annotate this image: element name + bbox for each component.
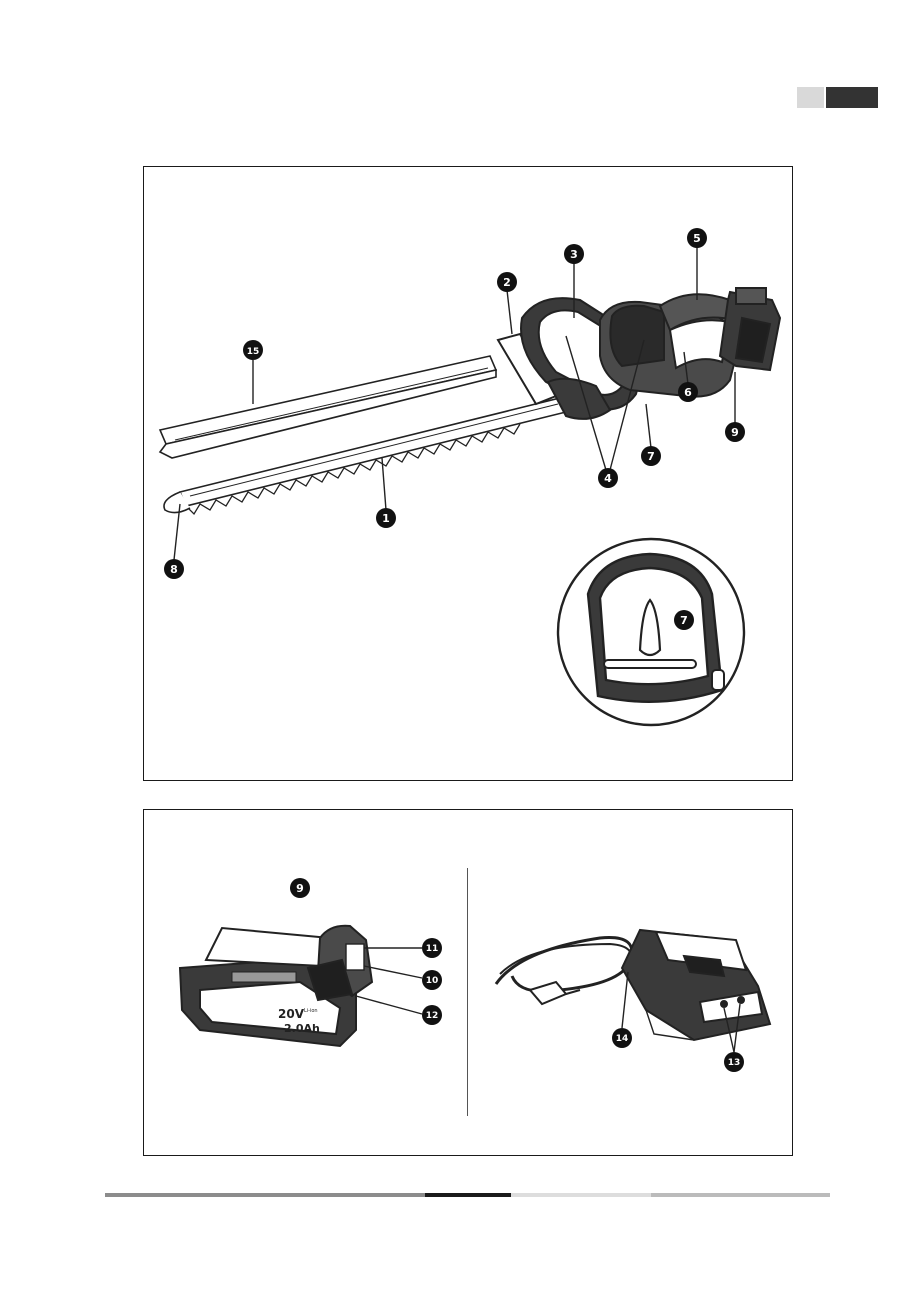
blade-guard-illustration [160, 356, 496, 458]
battery-voltage-label: 20V [278, 1007, 305, 1021]
callout-8: 8 [164, 559, 184, 579]
callout-11: 11 [422, 938, 442, 958]
callout-battery-9: 9 [290, 878, 310, 898]
callout-7: 7 [641, 446, 661, 466]
footer-bar-mid [651, 1193, 830, 1197]
callout-14: 14 [612, 1028, 632, 1048]
svg-text:5: 5 [693, 232, 701, 245]
svg-text:8: 8 [170, 563, 178, 576]
callout-detail-7: 7 [674, 610, 694, 630]
callout-6: 6 [678, 382, 698, 402]
callout-10: 10 [422, 970, 442, 990]
svg-text:14: 14 [616, 1034, 629, 1044]
callout-9: 9 [725, 422, 745, 442]
charger-illustration [496, 930, 770, 1040]
trimmer-body-illustration [498, 288, 780, 419]
callout-1: 1 [376, 508, 396, 528]
svg-text:10: 10 [426, 976, 439, 986]
callout-12: 12 [422, 1005, 442, 1025]
callout-2: 2 [497, 272, 517, 292]
callout-5: 5 [687, 228, 707, 248]
footer-bar-dark [425, 1193, 511, 1197]
callout-3: 3 [564, 244, 584, 264]
leader-lines-top [174, 246, 735, 560]
trigger-detail-circle [558, 539, 744, 725]
battery-capacity-label: 2.0Ah [284, 1022, 320, 1035]
svg-text:2: 2 [503, 276, 511, 289]
footer-bar-gray [105, 1193, 425, 1197]
footer-bar-light [511, 1193, 651, 1197]
svg-text:12: 12 [426, 1011, 439, 1021]
battery-chem-label: Li-ion [304, 1008, 318, 1014]
svg-text:3: 3 [570, 248, 578, 261]
svg-text:6: 6 [684, 386, 692, 399]
callout-4: 4 [598, 468, 618, 488]
svg-text:15: 15 [247, 347, 260, 357]
svg-text:1: 1 [382, 512, 390, 525]
svg-text:7: 7 [647, 450, 655, 463]
svg-text:4: 4 [604, 472, 612, 485]
callout-15: 15 [243, 340, 263, 360]
svg-text:13: 13 [728, 1058, 741, 1068]
svg-text:11: 11 [426, 944, 439, 954]
callout-13: 13 [724, 1052, 744, 1072]
battery-illustration [180, 926, 372, 1046]
svg-text:7: 7 [680, 614, 688, 627]
svg-text:9: 9 [731, 426, 739, 439]
svg-text:9: 9 [296, 882, 304, 895]
